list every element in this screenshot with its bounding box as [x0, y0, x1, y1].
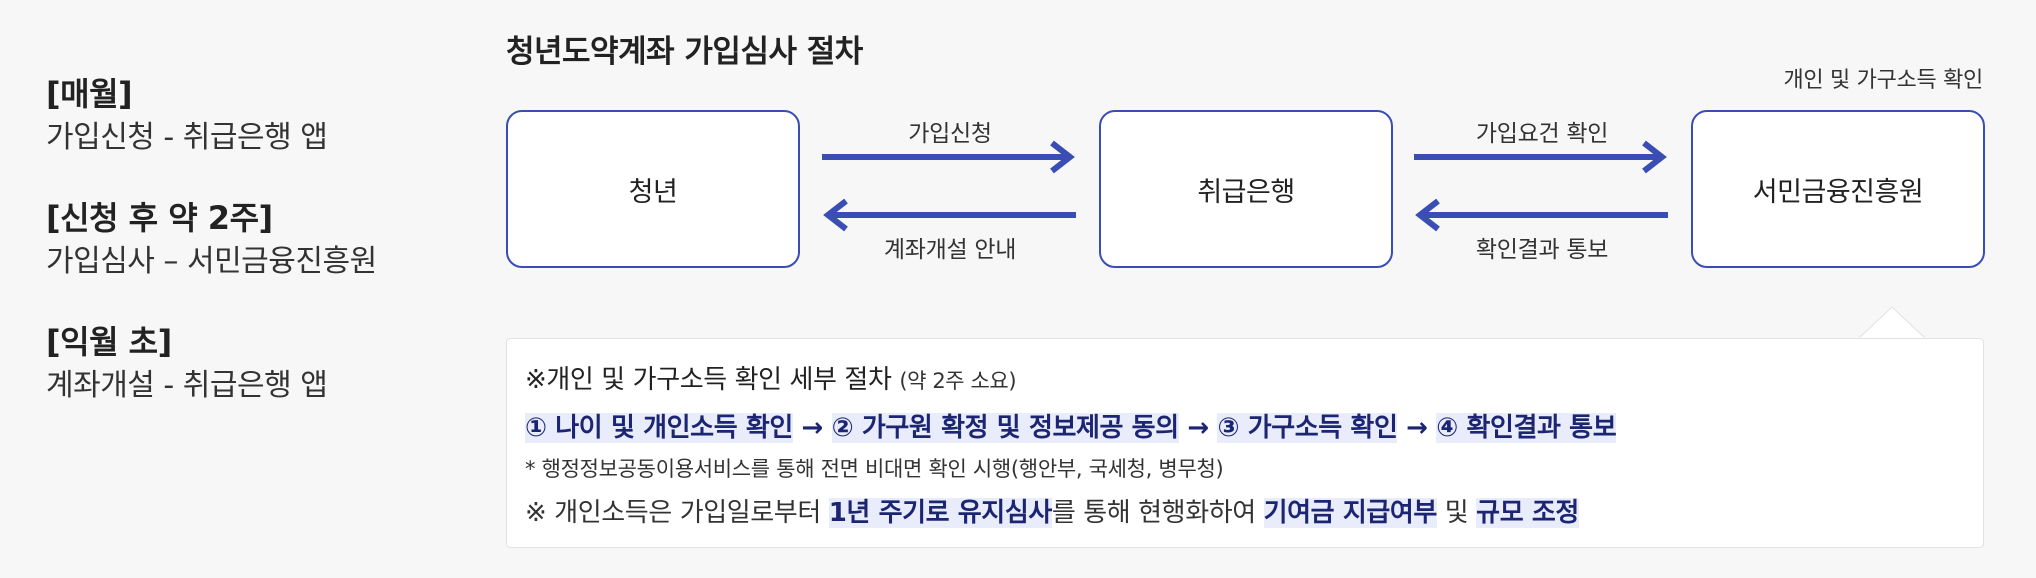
schedule-label: [신청 후 약 2주]: [46, 199, 273, 237]
detail-footnote: * 행정정보공동이용서비스를 통해 전면 비대면 확인 시행(행안부, 국세청,…: [525, 457, 1224, 481]
detail-steps: ① 나이 및 개인소득 확인 → ② 가구원 확정 및 정보제공 동의 → ③ …: [525, 406, 1965, 450]
detail-pointer: [1856, 306, 1928, 340]
detail-heading: ※개인 및 가구소득 확인 세부 절차 (약 2주 소요): [525, 361, 1965, 400]
step-separator: →: [1397, 413, 1437, 443]
income-note-highlight: 1년 주기로 유지심사: [828, 498, 1052, 528]
schedule-list: [매월] 가입신청 - 취급은행 앱 [신청 후 약 2주] 가입심사 – 서민…: [46, 72, 466, 444]
arrow-back-2: [1415, 198, 1668, 232]
step-3: ③ 가구소득 확인: [1217, 413, 1398, 443]
step-2: ② 가구원 확정 및 정보제공 동의: [831, 413, 1179, 443]
step-4: ④ 확인결과 통보: [1436, 413, 1617, 443]
detail-heading-duration: (약 2주 소요): [899, 369, 1017, 393]
step-separator: →: [1178, 413, 1218, 443]
income-note-highlight: 기여금 지급여부: [1263, 498, 1437, 528]
node-agency: 서민금융진흥원: [1691, 110, 1985, 268]
income-note-text: 및: [1436, 498, 1477, 528]
schedule-item: [매월] 가입신청 - 취급은행 앱: [46, 72, 466, 160]
top-note: 개인 및 가구소득 확인: [1783, 68, 1983, 93]
detail-heading-main: ※개인 및 가구소득 확인 세부 절차: [525, 365, 900, 395]
income-note-text: ※ 개인소득은 가입일로부터: [525, 498, 829, 528]
income-note-text: 를 통해 현행화하여: [1051, 498, 1264, 528]
schedule-item: [신청 후 약 2주] 가입심사 – 서민금융진흥원: [46, 196, 466, 284]
arrow-back-1: [823, 198, 1076, 232]
step-separator: →: [792, 413, 832, 443]
schedule-label: [익월 초]: [46, 323, 172, 361]
node-youth: 청년: [506, 110, 800, 268]
schedule-desc: 가입심사 – 서민금융진흥원: [46, 244, 377, 279]
detail-income-note: ※ 개인소득은 가입일로부터 1년 주기로 유지심사를 통해 현행화하여 기여금…: [525, 490, 1965, 536]
schedule-desc: 가입신청 - 취급은행 앱: [46, 120, 328, 155]
node-bank: 취급은행: [1099, 110, 1393, 268]
schedule-item: [익월 초] 계좌개설 - 취급은행 앱: [46, 320, 466, 408]
arrow-label-result-notice: 확인결과 통보: [1475, 237, 1609, 263]
schedule-label: [매월]: [46, 75, 133, 113]
step-1: ① 나이 및 개인소득 확인: [525, 413, 793, 443]
arrow-label-requirements: 가입요건 확인: [1475, 121, 1609, 147]
schedule-desc: 계좌개설 - 취급은행 앱: [46, 368, 328, 403]
diagram-title: 청년도약계좌 가입심사 절차: [506, 34, 863, 70]
detail-box: ※개인 및 가구소득 확인 세부 절차 (약 2주 소요) ① 나이 및 개인소…: [506, 338, 1984, 548]
arrow-label-apply: 가입신청: [908, 121, 992, 147]
income-note-highlight: 규모 조정: [1476, 498, 1579, 528]
arrow-label-account-notice: 계좌개설 안내: [883, 237, 1017, 263]
